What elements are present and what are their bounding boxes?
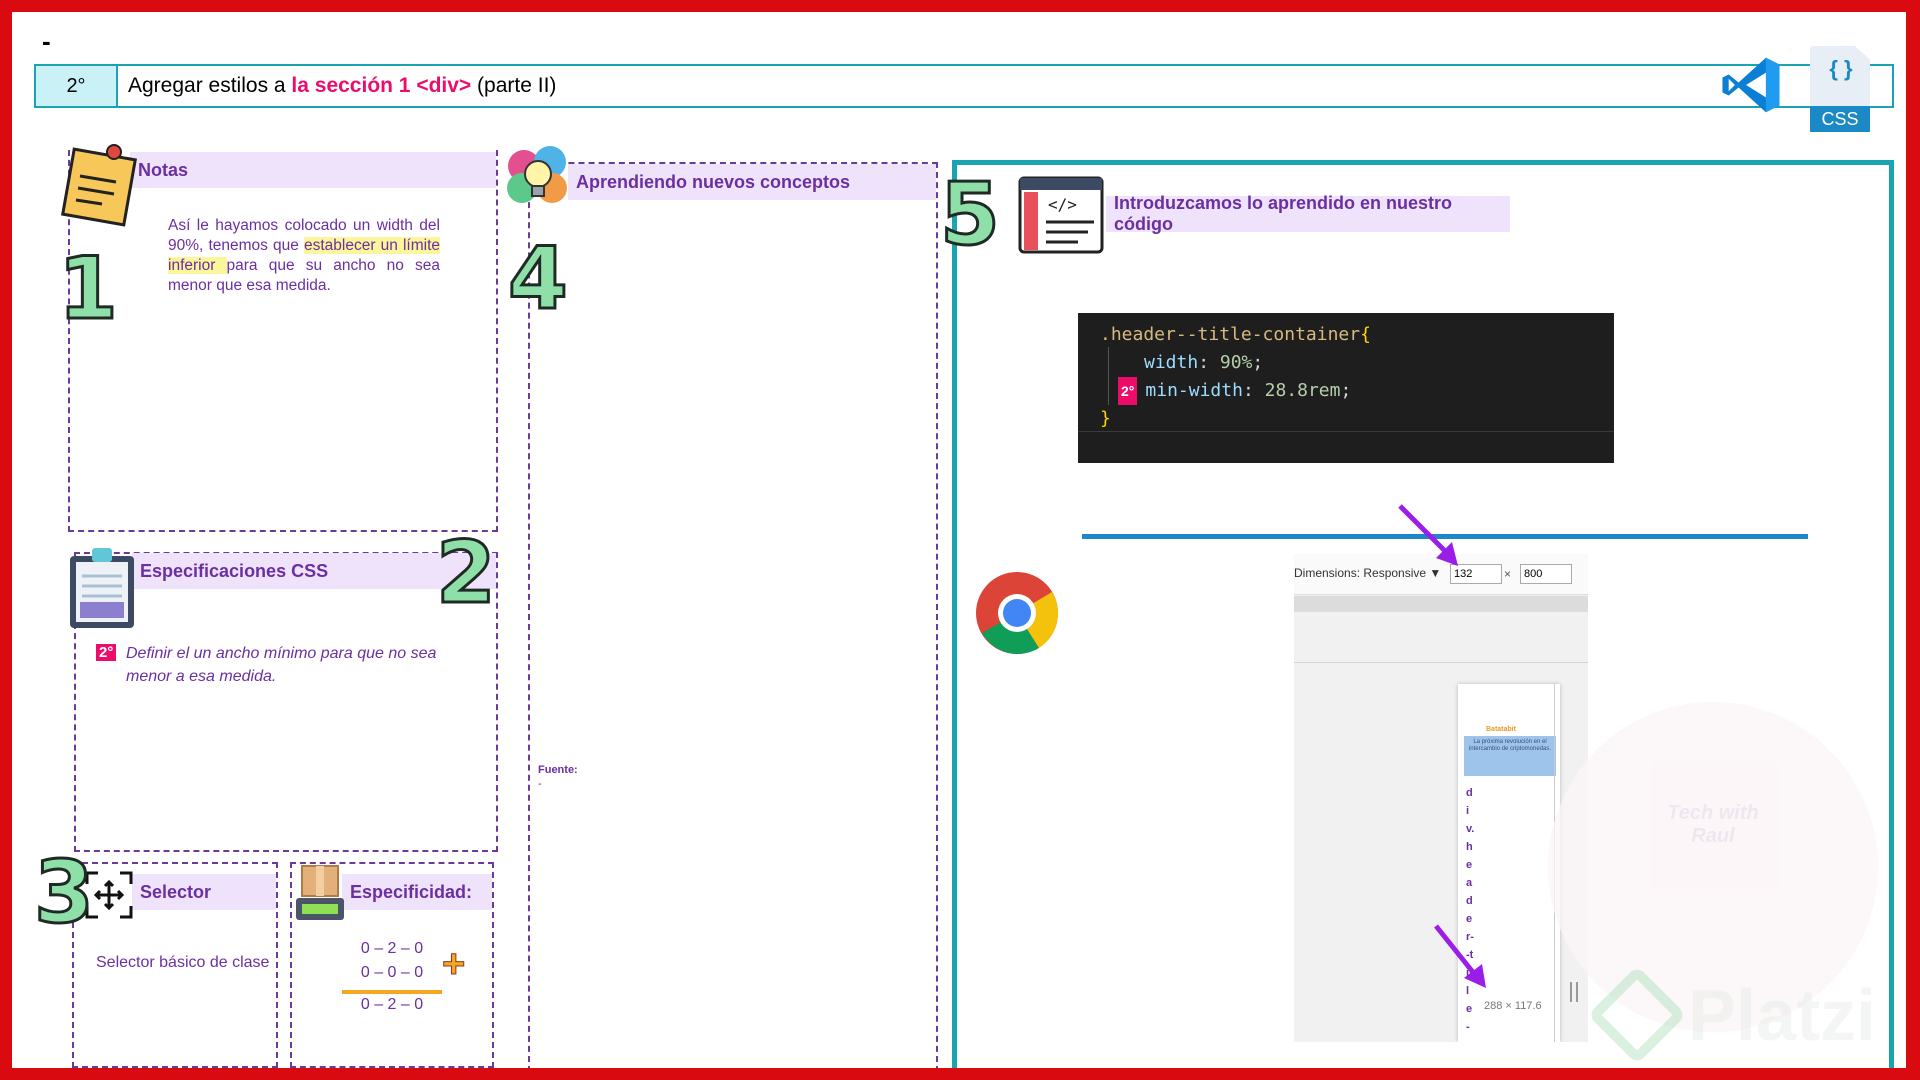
title-prefix: Agregar estilos a — [128, 74, 292, 97]
svg-text:</>: </> — [1048, 195, 1077, 214]
height-input[interactable] — [1520, 564, 1572, 584]
page-tagline: La próxima revolución en el intercambio … — [1468, 739, 1552, 752]
tech-watermark-label: Tech with Raul — [1667, 802, 1759, 847]
section-number-3: 3 — [33, 843, 96, 943]
resize-handle[interactable] — [1570, 982, 1578, 1002]
section-number-4: 4 — [507, 229, 570, 329]
specificity-box — [290, 862, 494, 1068]
width-input[interactable] — [1450, 564, 1502, 584]
selector-box — [72, 862, 278, 1068]
devtools-toolbar: Dimensions: Responsive ▼ × — [1294, 554, 1588, 595]
platzi-watermark: Platzi — [1587, 965, 1906, 1068]
arrow-to-size-icon — [1434, 924, 1486, 988]
step-number: 2° — [66, 74, 86, 97]
code-prop-width: width — [1144, 352, 1199, 373]
step-box: 2° — [36, 66, 118, 106]
devtools-screenshot: Dimensions: Responsive ▼ × Batatabit La … — [1294, 554, 1588, 1042]
code-section-header-label: Introduzcamos lo aprendido en nuestro có… — [1114, 193, 1453, 234]
code-section-header: Introduzcamos lo aprendido en nuestro có… — [1106, 193, 1510, 234]
source-value: - — [538, 778, 542, 790]
notes-text-b: para que su ancho no sea menor que esa m… — [168, 257, 440, 294]
concepts-header-label: Aprendiendo nuevos conceptos — [576, 171, 851, 192]
vscode-logo-icon — [1720, 54, 1782, 116]
code-line-4: } — [1100, 405, 1111, 433]
notes-box — [68, 150, 498, 532]
dimensions-label[interactable]: Dimensions: Responsive ▼ — [1294, 566, 1442, 580]
code-selector: .header--title-container — [1100, 324, 1361, 345]
specificity-header-label: Especificidad: — [350, 881, 473, 902]
scale-box-icon — [294, 864, 346, 924]
page-title: Agregar estilos a la sección 1 <div> (pa… — [128, 66, 556, 106]
code-tag: 2° — [1118, 377, 1138, 405]
page-brand: Batatabit — [1486, 726, 1516, 733]
specs-text: Definir el un ancho mínimo para que no s… — [126, 645, 437, 685]
code-val-width: 90% — [1219, 352, 1253, 373]
code-close-brace: } — [1100, 408, 1111, 429]
specificity-total: 0 – 2 – 0 — [360, 996, 424, 1013]
clipboard-icon — [66, 546, 138, 630]
selector-move-icon — [84, 870, 134, 920]
specificity-sum-line — [342, 990, 442, 994]
selector-header: Selector — [132, 874, 276, 910]
code-prop-min-width: min-width — [1145, 380, 1243, 401]
title-highlight: la sección 1 <div> — [291, 74, 472, 97]
times-symbol: × — [1504, 567, 1512, 581]
sticky-note-icon — [56, 140, 140, 228]
size-tooltip: 288 × 117.6 — [1484, 1000, 1542, 1012]
devtools-ruler — [1294, 596, 1588, 612]
title-bar: 2° Agregar estilos a la sección 1 <div> … — [34, 64, 1894, 108]
concepts-header: Aprendiendo nuevos conceptos — [568, 164, 936, 200]
selector-header-label: Selector — [140, 881, 212, 902]
tech-with-raul-watermark: Tech with Raul — [1548, 702, 1878, 1032]
css-label: CSS — [1810, 106, 1870, 132]
code-open-brace: { — [1360, 324, 1371, 345]
section-number-1: 1 — [57, 239, 120, 339]
css-file-icon: { } CSS — [1810, 46, 1872, 132]
plus-icon: + — [441, 942, 466, 986]
page-hero: La próxima revolución en el intercambio … — [1464, 736, 1556, 776]
code-editor-icon: </> — [1018, 176, 1104, 254]
corner-mark: - — [42, 26, 51, 56]
specificity-row-1: 0 – 2 – 0 — [360, 940, 424, 957]
specs-header: Especificaciones CSS — [132, 553, 496, 589]
code-line-2: width: 90%; — [1144, 352, 1264, 373]
source-label: Fuente: — [538, 764, 578, 776]
chrome-logo-icon — [974, 570, 1060, 656]
arrow-to-width-icon — [1398, 504, 1458, 566]
notes-header-label: Notas — [138, 159, 189, 180]
specs-tag-label: 2° — [96, 644, 117, 661]
specs-tag: 2° — [96, 644, 117, 662]
platzi-watermark-label: Platzi — [1688, 976, 1877, 1056]
section-number-2: 2 — [435, 523, 498, 623]
specificity-row-2: 0 – 0 – 0 — [360, 964, 424, 981]
notes-text-a: Así le hayamos colocado un width del 90%… — [168, 217, 440, 254]
concepts-box — [528, 162, 938, 1068]
title-suffix: (parte II) — [471, 74, 557, 97]
code-snippet: .header--title-container{ width: 90%; 2°… — [1078, 313, 1614, 463]
code-val-min-width: 28.8rem — [1264, 380, 1341, 401]
brain-bulb-icon — [502, 140, 574, 212]
section-divider — [1082, 534, 1808, 539]
selector-text: Selector básico de clase — [96, 954, 270, 971]
specs-header-label: Especificaciones CSS — [140, 560, 329, 581]
element-vertical-text: div.header--title- — [1466, 787, 1475, 1033]
code-section-box — [952, 160, 1894, 1068]
specificity-header: Especificidad: — [342, 874, 492, 910]
notes-header: Notas — [130, 152, 496, 188]
section-number-5: 5 — [939, 165, 1002, 265]
notes-text: Así le hayamos colocado un width del 90%… — [168, 216, 440, 296]
css-braces: { } — [1829, 56, 1853, 81]
code-line-1: .header--title-container{ — [1100, 321, 1371, 349]
code-line-3: 2°min-width: 28.8rem; — [1118, 377, 1351, 405]
